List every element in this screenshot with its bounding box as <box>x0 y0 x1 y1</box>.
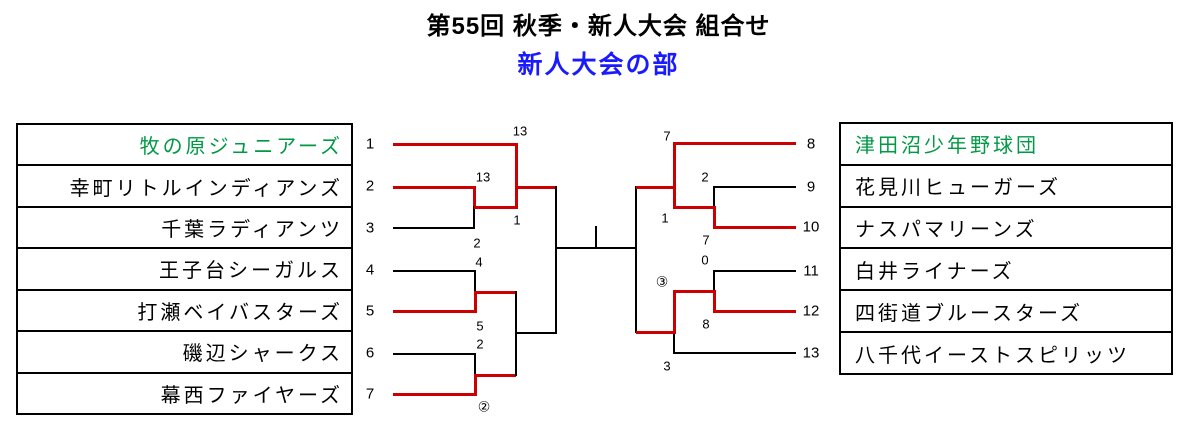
team-name: 打瀬ベイバスターズ <box>137 301 343 324</box>
seed-number: 9 <box>806 178 816 196</box>
team-row: 花見川ヒューガーズ <box>841 163 1171 206</box>
team-name: 八千代イーストスピリッツ <box>855 344 1130 367</box>
bracket-line-vertical <box>595 226 597 249</box>
bracket-line-vertical <box>673 331 675 354</box>
bracket-line-vertical <box>673 142 676 209</box>
bracket-line-horizontal <box>516 332 556 334</box>
page-subtitle: 新人大会の部 <box>517 51 680 79</box>
team-name: 花見川ヒューガーズ <box>855 177 1061 200</box>
bracket-line-vertical <box>635 186 637 333</box>
bracket-line-horizontal <box>393 143 516 146</box>
bracket-line-vertical <box>555 186 557 334</box>
team-name: 王子台シーガルス <box>159 260 343 283</box>
seed-number: 1 <box>365 135 375 153</box>
seed-number: 10 <box>802 218 820 236</box>
score-label: 5 <box>476 318 484 334</box>
team-name: 牧の原ジュニアーズ <box>139 136 343 159</box>
seed-number: 11 <box>803 262 819 280</box>
bracket-line-vertical <box>515 143 518 209</box>
bracket-line-vertical <box>713 290 716 313</box>
bracket-line-vertical <box>473 186 476 209</box>
match-number-label: ② <box>477 398 491 415</box>
team-row: 幸町リトルインディアンズ <box>18 164 351 205</box>
bracket-line-horizontal <box>474 206 516 209</box>
bracket-line-vertical <box>474 291 477 313</box>
seed-number: 3 <box>365 219 375 237</box>
score-label: 13 <box>475 169 491 185</box>
team-row: 牧の原ジュニアーズ <box>18 125 351 164</box>
score-label: 2 <box>473 235 481 251</box>
score-label: 7 <box>702 232 710 248</box>
bracket-line-horizontal <box>714 226 796 229</box>
score-label: 4 <box>475 254 483 270</box>
score-label: 3 <box>663 358 671 374</box>
score-label: 2 <box>701 169 709 185</box>
score-label: 1 <box>513 212 521 228</box>
team-name: 四街道ブルースターズ <box>855 302 1083 325</box>
team-name: 幸町リトルインディアンズ <box>69 177 343 200</box>
bracket-line-horizontal <box>714 270 796 272</box>
score-label: 7 <box>663 128 671 144</box>
page-title: 第55回 秋季・新人大会 組合せ <box>426 13 771 40</box>
bracket-line-horizontal <box>714 310 796 313</box>
seed-number: 6 <box>365 344 375 362</box>
team-row: 王子台シーガルス <box>18 247 351 288</box>
team-row: 白井ライナーズ <box>841 247 1171 289</box>
bracket-line-horizontal <box>674 290 714 293</box>
right-team-box: 津田沼少年野球団花見川ヒューガーズナスパマリーンズ白井ライナーズ四街道ブルースタ… <box>839 122 1173 375</box>
team-row: 千葉ラディアンツ <box>18 205 351 247</box>
bracket-line-vertical <box>673 290 676 334</box>
bracket-line-horizontal <box>393 270 475 272</box>
team-name: 幕西ファイヤーズ <box>160 384 343 407</box>
seed-number: 13 <box>802 344 820 362</box>
bracket-line-horizontal <box>475 291 516 294</box>
bracket-line-horizontal <box>714 186 796 188</box>
match-number-label: ③ <box>655 273 669 290</box>
team-row: 津田沼少年野球団 <box>841 124 1171 164</box>
team-name: ナスパマリーンズ <box>855 219 1038 242</box>
team-row: 磯辺シャークス <box>18 330 351 371</box>
bracket-line-horizontal <box>393 310 475 313</box>
team-name: 千葉ラディアンツ <box>161 219 343 242</box>
bracket-line-horizontal <box>393 393 475 396</box>
score-label: 8 <box>702 316 710 332</box>
team-name: 白井ライナーズ <box>855 260 1015 283</box>
team-name: 磯辺シャークス <box>182 343 343 366</box>
bracket-line-horizontal <box>475 374 516 377</box>
left-team-box: 牧の原ジュニアーズ幸町リトルインディアンズ千葉ラディアンツ王子台シーガルス打瀬ベ… <box>16 123 353 415</box>
team-row: 八千代イーストスピリッツ <box>841 331 1171 373</box>
seed-number: 5 <box>365 302 375 320</box>
score-label: 13 <box>512 123 528 139</box>
bracket-line-horizontal <box>393 353 475 355</box>
bracket-line-horizontal <box>516 186 556 189</box>
team-row: 打瀬ベイバスターズ <box>18 288 351 330</box>
seed-number: 7 <box>365 385 375 403</box>
seed-number: 8 <box>806 135 816 153</box>
bracket-line-horizontal <box>674 206 714 209</box>
seed-number: 2 <box>365 177 375 195</box>
score-label: 1 <box>661 210 669 226</box>
score-label: 2 <box>476 336 484 352</box>
seed-number: 12 <box>802 302 820 320</box>
bracket-line-vertical <box>474 353 476 376</box>
bracket-line-vertical <box>713 206 716 229</box>
bracket-line-horizontal <box>393 227 474 229</box>
bracket-line-horizontal <box>674 142 796 145</box>
bracket-line-horizontal <box>674 352 796 354</box>
bracket-line-vertical <box>713 270 715 292</box>
team-name: 津田沼少年野球団 <box>855 135 1039 158</box>
bracket-line-vertical <box>474 270 476 293</box>
team-row: 四街道ブルースターズ <box>841 289 1171 331</box>
bracket-line-horizontal <box>636 331 674 334</box>
team-row: 幕西ファイヤーズ <box>18 371 351 413</box>
bracket-line-vertical <box>713 186 715 208</box>
score-label: 0 <box>701 252 709 268</box>
seed-number: 4 <box>365 261 375 279</box>
bracket-line-vertical <box>474 374 477 396</box>
bracket-line-horizontal <box>636 186 674 189</box>
bracket-line-vertical <box>473 206 475 229</box>
team-row: ナスパマリーンズ <box>841 205 1171 248</box>
bracket-line-horizontal <box>393 186 474 189</box>
